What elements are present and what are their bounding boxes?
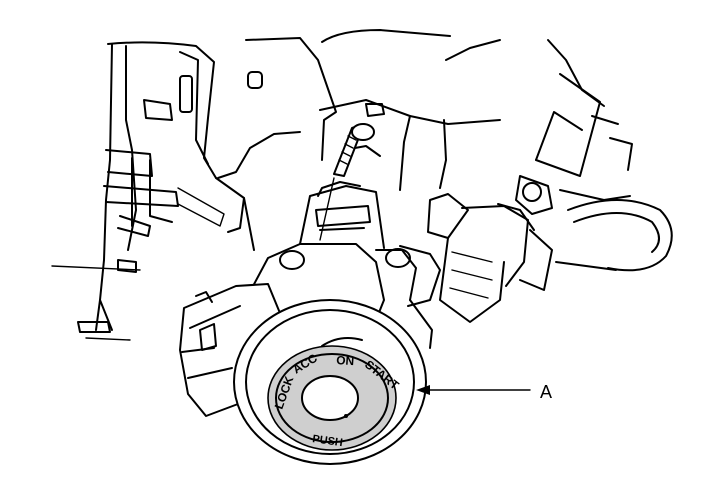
column-housing [217,29,501,251]
key-slot [301,375,359,421]
callout-arrow-icon [416,385,430,395]
callout-label: A [540,382,552,402]
label-push: PUSH [312,433,344,449]
switch-front-sleeve [179,283,427,465]
callout-a: A [416,382,552,402]
column-bracket [51,41,245,341]
label-on: ON [336,353,355,368]
mounting-screw [319,103,385,241]
wiring-bracket [399,39,673,349]
